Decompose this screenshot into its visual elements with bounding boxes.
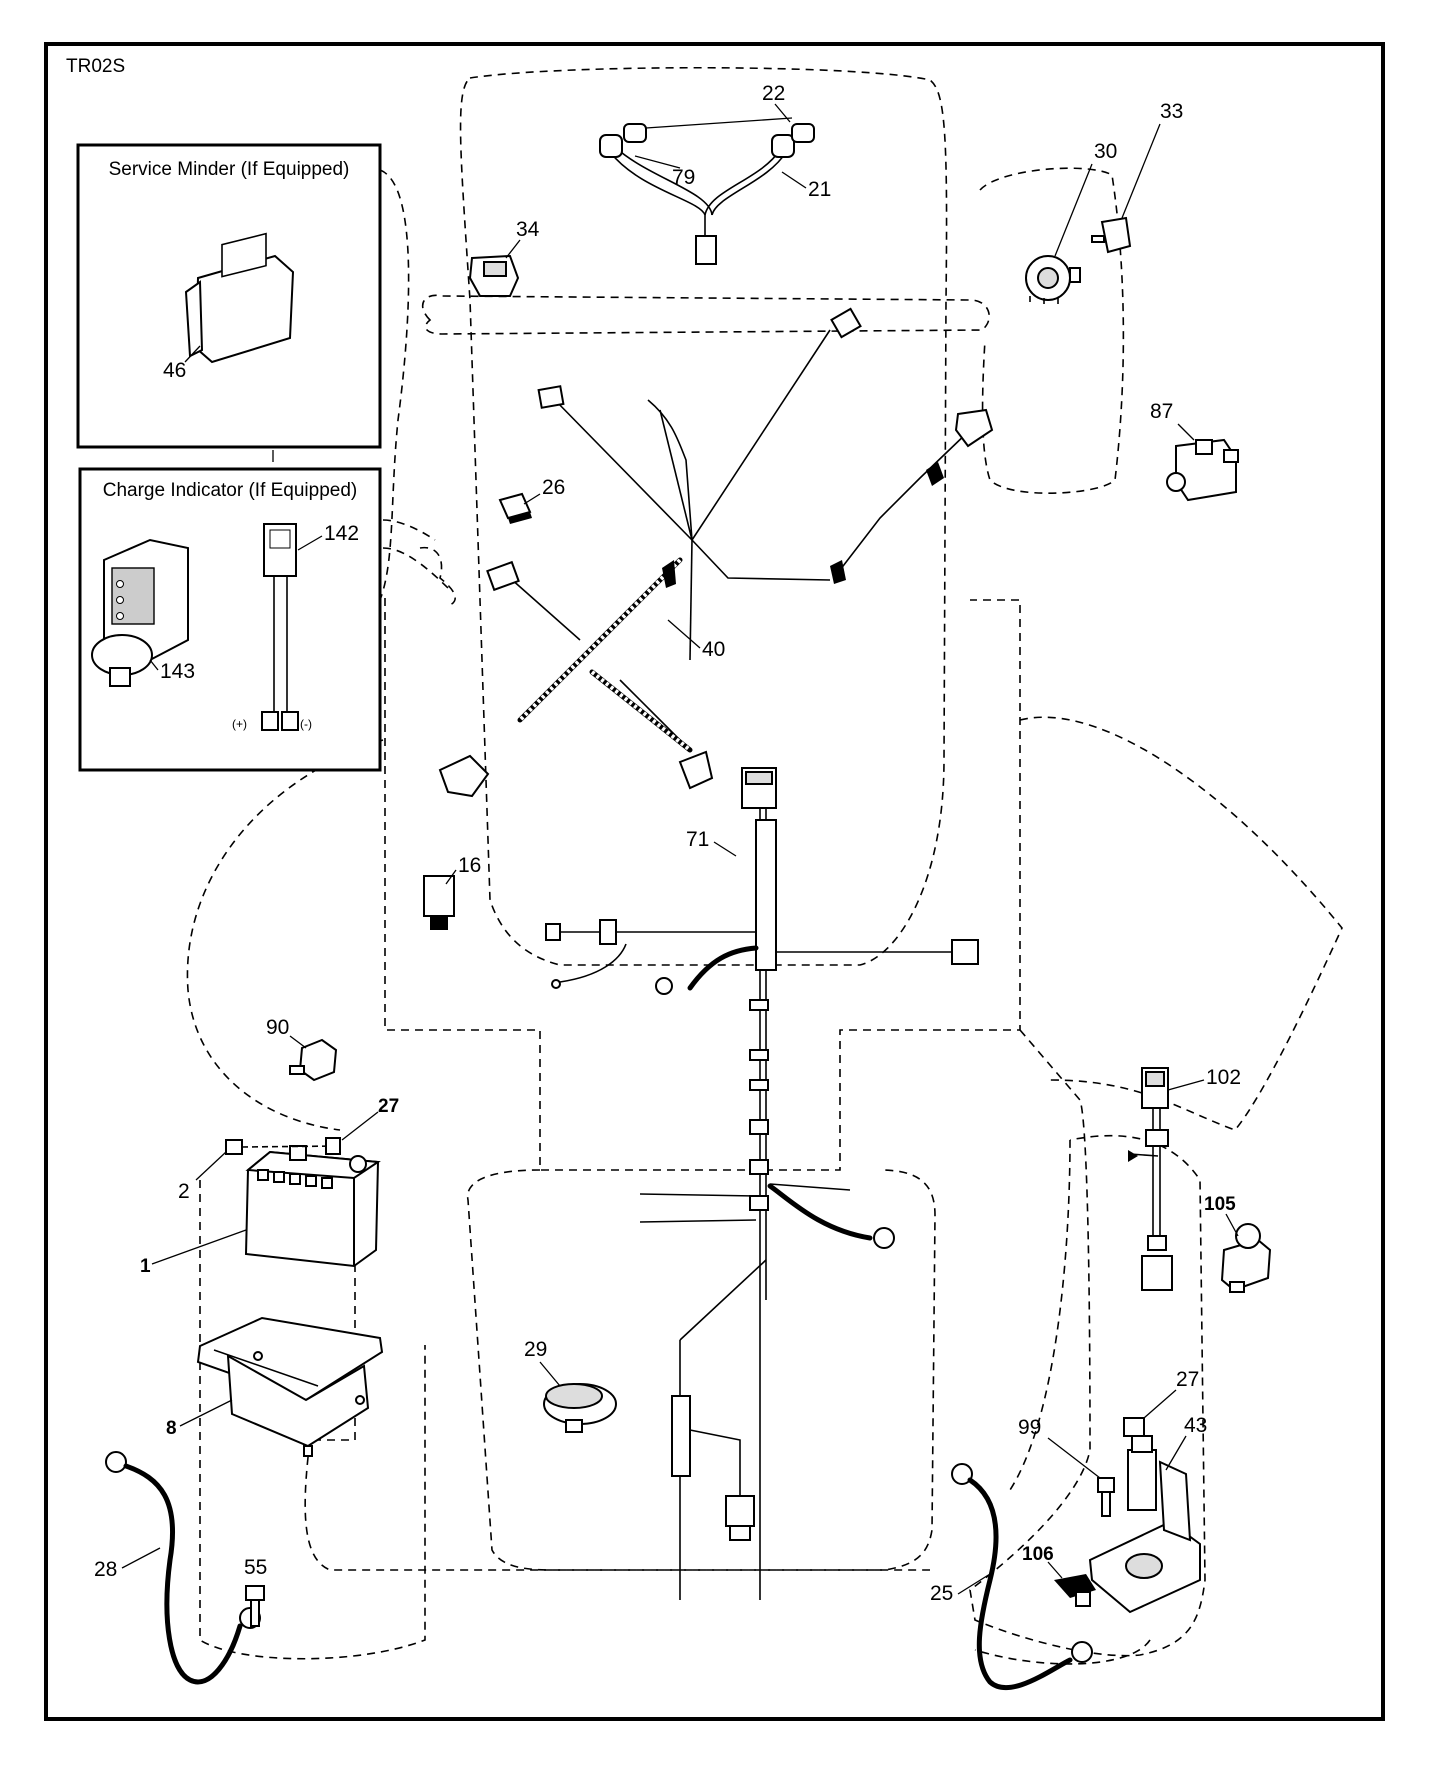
polarity-plus: (+): [232, 717, 247, 731]
part-90-component: [289, 1038, 338, 1082]
callout-90: 90: [266, 1016, 289, 1039]
part-2-bolt: [225, 1139, 341, 1155]
callout-28: 28: [94, 1558, 117, 1581]
part-1-battery: [244, 1145, 381, 1268]
callout-26: 26: [542, 476, 565, 499]
callout-105: 105: [1204, 1194, 1236, 1215]
part-8-battery-tray: [196, 1316, 384, 1457]
part-43-starter-bracket: [1088, 1435, 1201, 1614]
charge-indicator-title: Charge Indicator (If Equipped): [103, 480, 358, 501]
part-105-solenoid: [1220, 1223, 1272, 1293]
callout-102: 102: [1206, 1066, 1241, 1089]
part-29-component: [543, 1383, 617, 1433]
part-30-ignition-switch: [1025, 255, 1081, 304]
part-99-bolt: [1097, 1477, 1115, 1517]
service-minder-title: Service Minder (If Equipped): [109, 159, 350, 180]
callout-27a: 27: [378, 1096, 399, 1117]
diagram-code: TR02S: [66, 56, 125, 77]
callout-43: 43: [1184, 1414, 1207, 1437]
part-16-relay: [423, 875, 455, 930]
callout-21: 21: [808, 178, 831, 201]
part-22-bulb: [623, 117, 815, 143]
charge-indicator-inset: Charge Indicator (If Equipped) 143 142 (…: [78, 467, 382, 772]
part-28-ground-cable: [105, 1451, 261, 1685]
part-87-pto-switch: [1166, 438, 1239, 502]
callout-8: 8: [166, 1418, 177, 1439]
part-102-harness: [1128, 1067, 1173, 1291]
part-55-bolt: [245, 1585, 265, 1627]
callout-16: 16: [458, 854, 481, 877]
part-33-key: [1091, 216, 1132, 254]
part-46-service-minder: [184, 232, 295, 364]
callout-30: 30: [1094, 140, 1117, 163]
callout-143: 143: [160, 660, 195, 683]
part-142-indicator-harness: [261, 523, 299, 731]
part-71-harness: [545, 767, 979, 1600]
part-25-cable: [951, 1463, 1093, 1691]
callout-34: 34: [516, 218, 540, 241]
part-40-main-harness: [438, 307, 994, 798]
callout-27b: 27: [1176, 1368, 1199, 1391]
callout-29: 29: [524, 1338, 547, 1361]
callout-25: 25: [930, 1582, 953, 1605]
callout-2: 2: [178, 1180, 190, 1203]
callout-71: 71: [686, 828, 709, 851]
callout-33: 33: [1160, 100, 1183, 123]
callout-87: 87: [1150, 400, 1173, 423]
callout-79: 79: [672, 166, 695, 189]
callout-22: 22: [762, 82, 785, 105]
polarity-minus: (-): [300, 717, 312, 731]
callout-40: 40: [702, 638, 725, 661]
callout-106: 106: [1022, 1544, 1054, 1565]
part-106-clip: [1054, 1574, 1096, 1607]
service-minder-inset: Service Minder (If Equipped) 46: [76, 143, 382, 449]
part-21-light-harness: [599, 134, 795, 265]
callout-1: 1: [140, 1256, 151, 1277]
part-27-nut-starter: [1123, 1417, 1145, 1437]
callout-46: 46: [163, 359, 186, 382]
part-34-switch: [468, 254, 520, 297]
callout-55: 55: [244, 1556, 267, 1579]
part-143-charge-indicator: [91, 538, 189, 687]
callout-99: 99: [1018, 1416, 1041, 1439]
callout-142: 142: [324, 522, 359, 545]
part-26-fuse: [498, 492, 532, 524]
part-27-nut-battery: [325, 1137, 341, 1155]
tractor-outline: [186, 66, 1343, 1665]
